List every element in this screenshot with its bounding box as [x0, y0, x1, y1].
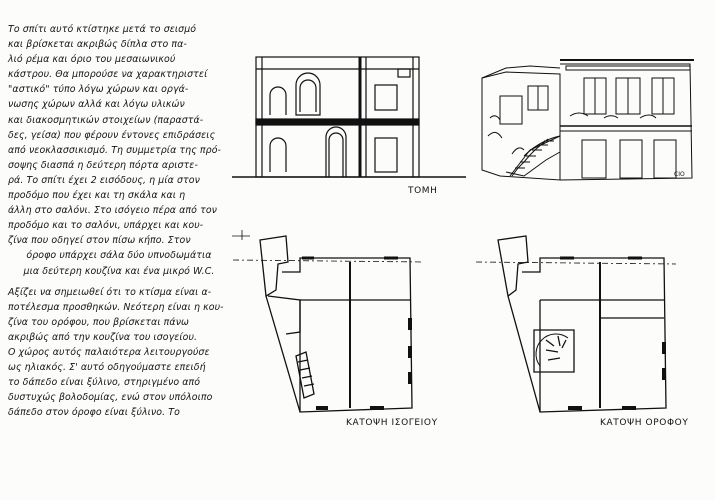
upper-plan-label: ΚΑΤΟΨΗ ΟΡΟΦΟΥ [600, 418, 689, 428]
text-line: κάστρου. Θα μπορούσε να χαρακτηριστεί [8, 69, 208, 81]
text-line: και βρίσκεται ακριβώς δίπλα στο πα- [8, 39, 187, 51]
text-line: από νεοκλασσικισμό. Τη συμμετρία της πρό… [8, 144, 222, 156]
text-line: άλλη στο σαλόνι. Στο ισόγειο πέρα από το… [8, 205, 217, 217]
text-line: όροφο υπάρχει σάλα δύο υπνοδωμάτια [26, 250, 212, 262]
text-line: προδόμο που έχει και τη σκάλα και η [8, 190, 186, 202]
text-line: νωσης χώρων αλλά και λόγω υλικών [8, 99, 185, 111]
section-label: ΤΟΜΗ [408, 186, 438, 196]
text-line: Το σπίτι αυτό κτίστηκε μετά το σεισμό [8, 24, 197, 35]
text-line: ζίνα του ορόφου, που βρίσκεται πάνω [8, 316, 189, 328]
text-line: δάπεδο στον όροφο είναι ξύλινο. Το [8, 407, 180, 419]
text-line: Αξίζει να σημειωθεί ότι το κτίσμα είναι … [8, 286, 212, 298]
text-line: λιό ρέμα και όριο του μεσαιωνικού [8, 54, 176, 66]
text-line: ποτέλεσμα προσθηκών. Νεότερη είναι η κου… [8, 301, 224, 313]
text-line: μια δεύτερη κουζίνα και ένα μικρό W.C. [23, 265, 215, 277]
text-line: σοψης διασπά η δεύτερη πόρτα αριστε- [8, 159, 198, 171]
text-line: ακριβώς από την κουζίνα του ισογείου. [8, 331, 198, 343]
handwritten-text: Το σπίτι αυτό κτίστηκε μετά το σεισμό κα… [8, 22, 230, 420]
text-line: ζίνα που οδηγεί στον πίσω κήπο. Στον [8, 235, 191, 247]
ground-plan-label: ΚΑΤΟΨΗ ΙΣΟΓΕΙΟΥ [346, 418, 438, 428]
text-line: το δάπεδο είναι ξύλινο, στηριγμένο από [8, 377, 201, 389]
svg-text:CIO: CIO [674, 171, 685, 178]
text-line: προδόμο και το σαλόνι, υπάρχει και κου- [8, 220, 204, 232]
text-line: και διακοσμητικών στοιχείων (παραστά- [8, 114, 204, 126]
text-line: ως ηλιακός. Σ' αυτό οδηγούμαστε επειδή [8, 362, 206, 374]
text-line: δες, γείσα) που φέρουν έντονες επιδράσει… [8, 129, 216, 141]
text-line: "αστικό" τύπο λόγω χώρων και οργά- [8, 84, 189, 96]
text-line: δυστυχώς βολοδομίας, ενώ στον υπόλοιπο [8, 392, 213, 404]
text-line: Ο χώρος αυτός παλαιότερα λειτουργούσε [8, 346, 210, 358]
text-line: ρά. Το σπίτι έχει 2 εισόδους, η μία στον [8, 174, 200, 186]
